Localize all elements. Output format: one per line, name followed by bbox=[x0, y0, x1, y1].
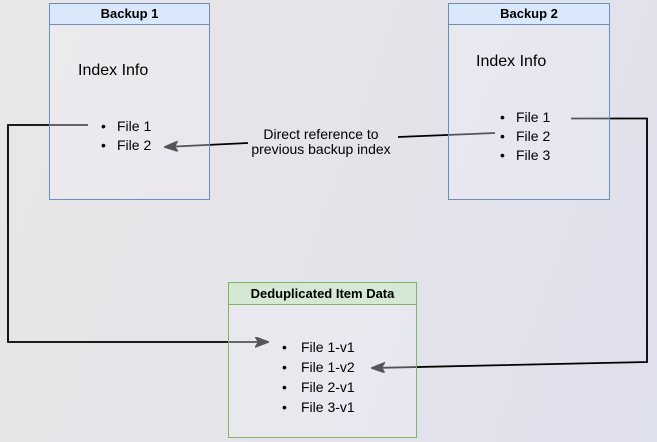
backup1-index-info-label: Index Info bbox=[78, 62, 149, 79]
list-item: File 1-v1 bbox=[282, 337, 355, 357]
edge-label-direct-reference: Direct reference to previous backup inde… bbox=[251, 126, 391, 157]
backup2-file-list: File 1 File 2 File 3 bbox=[500, 108, 550, 165]
list-item: File 1 bbox=[500, 108, 550, 127]
backup1-box: Backup 1 Index Info File 1 File 2 bbox=[49, 3, 210, 200]
list-item: File 2 bbox=[101, 136, 151, 155]
list-item: File 1 bbox=[101, 117, 151, 136]
dedup-title: Deduplicated Item Data bbox=[229, 283, 416, 305]
list-item: File 3-v1 bbox=[282, 397, 355, 417]
dedup-box: Deduplicated Item Data File 1-v1 File 1-… bbox=[228, 282, 417, 438]
list-item: File 3 bbox=[500, 146, 550, 165]
list-item: File 1-v2 bbox=[282, 357, 355, 377]
backup2-box: Backup 2 Index Info File 1 File 2 File 3 bbox=[448, 3, 610, 200]
backup1-title: Backup 1 bbox=[50, 4, 209, 25]
backup1-file-list: File 1 File 2 bbox=[101, 117, 151, 155]
list-item: File 2 bbox=[500, 127, 550, 146]
dedup-file-list: File 1-v1 File 1-v2 File 2-v1 File 3-v1 bbox=[282, 337, 355, 417]
list-item: File 2-v1 bbox=[282, 377, 355, 397]
backup2-index-info-label: Index Info bbox=[476, 53, 547, 70]
backup2-title: Backup 2 bbox=[449, 4, 609, 25]
